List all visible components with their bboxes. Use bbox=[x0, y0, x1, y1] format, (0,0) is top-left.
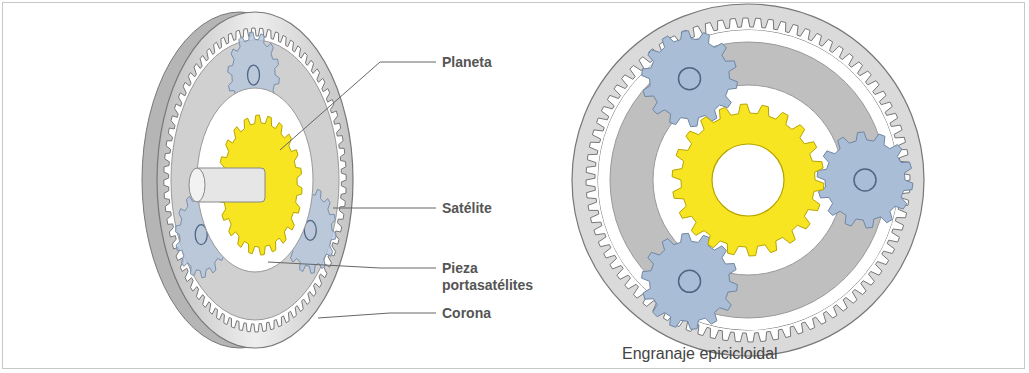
ring-internal-teeth bbox=[164, 28, 346, 332]
planet-pin bbox=[679, 270, 701, 292]
part-label: Corona bbox=[440, 305, 493, 322]
planet-gear bbox=[817, 132, 913, 228]
part-label: Planeta bbox=[440, 54, 494, 71]
sun-gear bbox=[672, 104, 824, 256]
planet-pin bbox=[248, 65, 260, 85]
planet-gear bbox=[642, 233, 738, 329]
part-label: Pieza portasatélites bbox=[440, 260, 534, 294]
planet-pin bbox=[679, 68, 701, 90]
part-label: Satélite bbox=[440, 200, 494, 217]
caption: Engranaje epicicloidal bbox=[622, 345, 778, 363]
ring-outer bbox=[572, 4, 924, 356]
ring-outer bbox=[157, 12, 353, 348]
planet-pin bbox=[854, 169, 876, 191]
